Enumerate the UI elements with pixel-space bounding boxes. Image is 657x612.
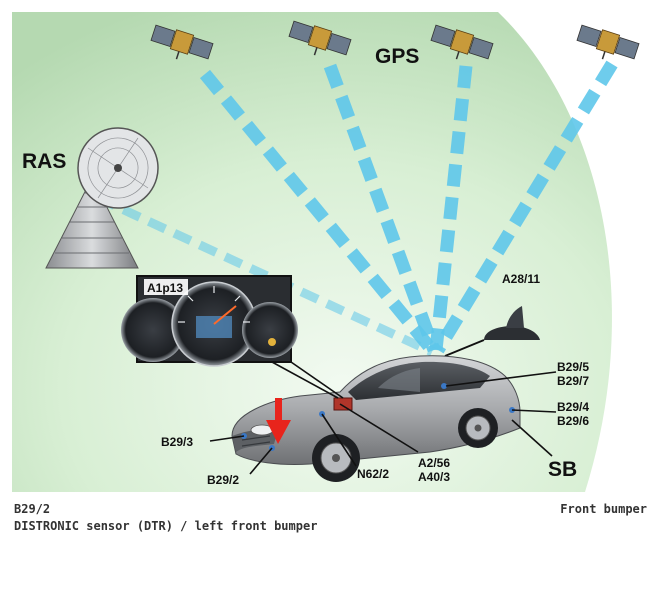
gps-satellite-icon [150,24,214,60]
label-b29-3: B29/3 [161,435,193,449]
label-n62-2: N62/2 [357,467,389,481]
label-b29-6: B29/6 [557,414,589,428]
front-wheel [312,434,360,482]
label-ras: RAS [22,150,66,173]
label-b29-4: B29/4 [557,400,589,414]
distronic-system-diagram: RAS GPS A1p13 A28/11 B29/5 B29/7 B29/4 B… [12,12,640,492]
label-b29-2: B29/2 [207,473,239,487]
roof-antenna-icon [444,306,540,357]
label-b29-7: B29/7 [557,374,589,388]
car-illustration [231,355,521,482]
component-description: DISTRONIC sensor (DTR) / left front bump… [14,519,318,533]
label-a1p13: A1p13 [147,281,183,295]
label-sb: SB [548,458,577,481]
leader-lines [209,361,557,475]
control-unit-box [333,397,353,411]
component-code: B29/2 [14,502,51,516]
ground-station-icon [45,127,159,269]
radar-sensor-b29-5 [441,383,447,389]
label-a28-11: A28/11 [502,272,540,286]
gps-satellite-icon [576,24,640,60]
rear-wheel [458,408,498,448]
gps-satellite-icon [288,20,352,56]
highlight-arrow-icon [266,398,291,444]
instrument-cluster-inset [121,275,298,367]
label-b29-5: B29/5 [557,360,589,374]
label-gps: GPS [375,45,419,68]
gps-satellite-icon [430,24,494,60]
component-location: Front bumper [560,502,647,516]
label-a2-56: A2/56 [418,456,450,470]
label-a40-3: A40/3 [418,470,450,484]
